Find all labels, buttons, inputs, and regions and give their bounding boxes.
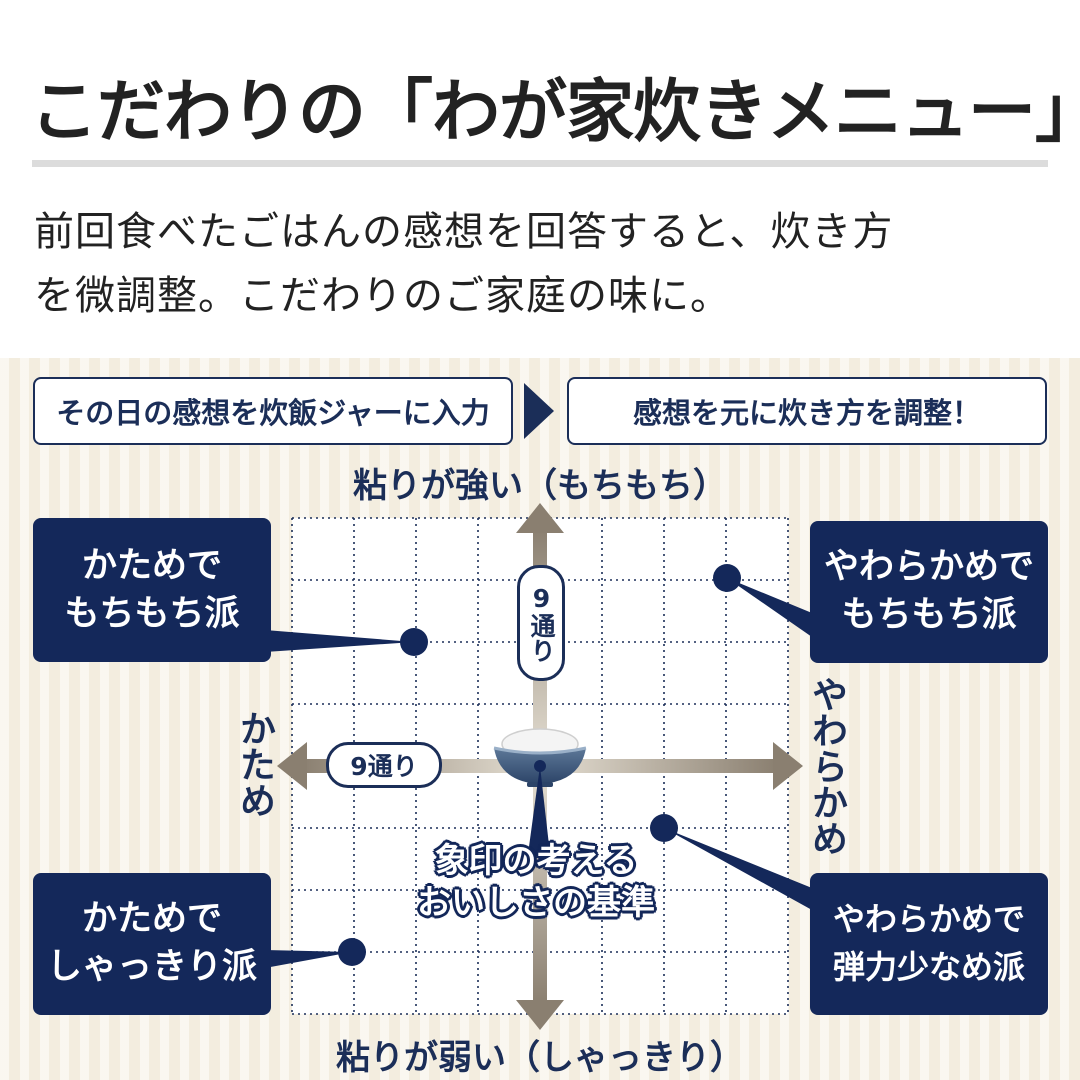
dot-center bbox=[534, 760, 546, 772]
category-bottom-right-line-2: 弾力少なめ派 bbox=[832, 948, 1025, 986]
category-bottom-right: やわらかめで 弾力少なめ派 bbox=[810, 873, 1048, 1015]
step-arrow-icon bbox=[524, 383, 554, 439]
category-bottom-right-line-1: やわらかめで bbox=[832, 900, 1025, 938]
axis-label-right: やわらかめ bbox=[806, 676, 847, 856]
arrow-left-icon bbox=[277, 742, 307, 790]
pointer-bottom-right bbox=[664, 828, 812, 910]
horizontal-steps-badge: 9通り bbox=[326, 742, 442, 788]
center-standard-label: 象印の考える おいしさの基準 bbox=[396, 840, 676, 924]
arrow-up-icon bbox=[516, 503, 564, 533]
pointer-top-right bbox=[727, 578, 812, 637]
axis-label-bottom: 粘りが弱い（しゃっきり） bbox=[336, 1038, 744, 1078]
dot-bottom-left bbox=[338, 938, 366, 966]
pointer-center bbox=[528, 766, 550, 854]
axis-label-left: かため bbox=[234, 710, 275, 818]
dot-top-left bbox=[400, 628, 428, 656]
pointer-bottom-left bbox=[265, 950, 352, 968]
category-bottom-left-line-1: かためで bbox=[81, 899, 222, 939]
vertical-steps-badge: 9通り bbox=[517, 565, 565, 681]
description-line-1: 前回食べたごはんの感想を回答すると、炊き方 bbox=[34, 209, 894, 255]
category-top-right: やわらかめで もちもち派 bbox=[810, 521, 1048, 663]
dot-top-right bbox=[713, 564, 741, 592]
category-top-right-line-1: やわらかめで bbox=[823, 547, 1034, 587]
center-label-line-1: 象印の考える bbox=[434, 841, 638, 881]
description-line-2: を微調整。こだわりのご家庭の味に。 bbox=[34, 273, 731, 319]
arrow-down-icon bbox=[516, 1000, 564, 1030]
step-adjust-box: 感想を元に炊き方を調整！ bbox=[567, 377, 1047, 445]
title-divider bbox=[32, 160, 1048, 167]
category-bottom-left-line-2: しゃっきり派 bbox=[46, 947, 257, 987]
category-top-left: かためで もちもち派 bbox=[33, 518, 271, 662]
dot-bottom-right bbox=[650, 814, 678, 842]
description: 前回食べたごはんの感想を回答すると、炊き方 を微調整。こだわりのご家庭の味に。 bbox=[34, 200, 1054, 328]
step-input-box: その日の感想を炊飯ジャーに入力 bbox=[33, 377, 513, 445]
pointer-top-left bbox=[265, 630, 414, 652]
center-label-line-2: おいしさの基準 bbox=[417, 883, 655, 923]
arrow-right-icon bbox=[773, 742, 803, 790]
category-top-left-line-2: もちもち派 bbox=[64, 594, 240, 634]
page-title: こだわりの「わが家炊きメニュー」 bbox=[30, 73, 1080, 152]
category-bottom-left: かためで しゃっきり派 bbox=[33, 873, 271, 1015]
axis-label-top: 粘りが強い（もちもち） bbox=[353, 466, 727, 506]
category-top-left-line-1: かためで bbox=[81, 546, 222, 586]
category-top-right-line-2: もちもち派 bbox=[841, 595, 1017, 635]
